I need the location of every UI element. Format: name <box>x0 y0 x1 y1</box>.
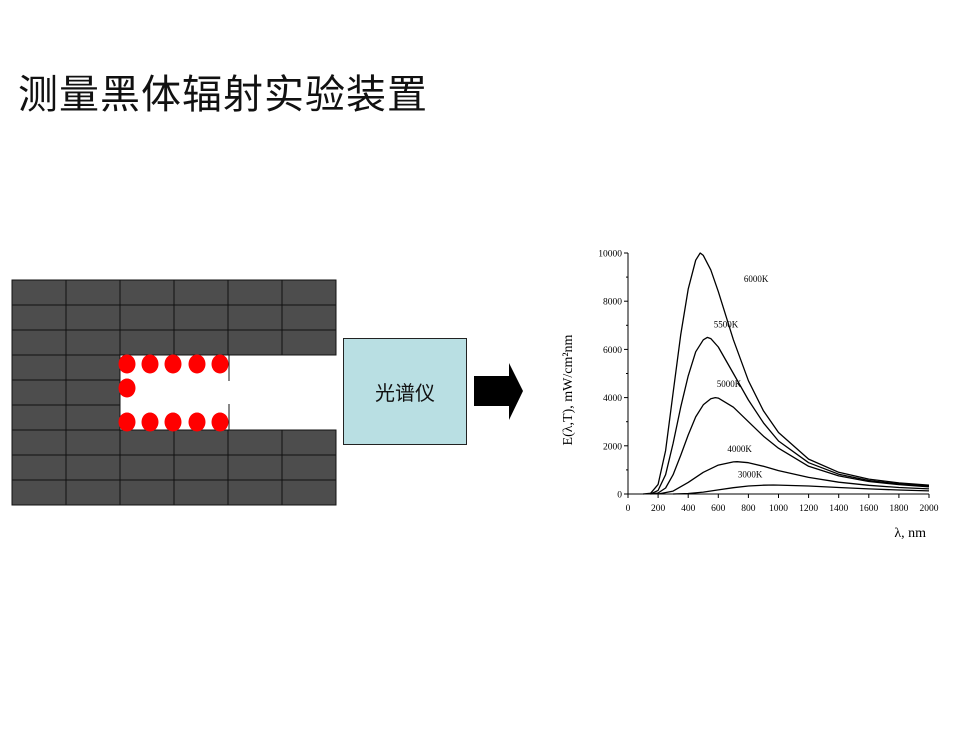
x-tick-label: 400 <box>681 504 696 514</box>
y-tick-label: 0 <box>617 491 622 501</box>
radiation-dot <box>118 354 136 374</box>
series-label: 5000K <box>717 379 742 389</box>
radiation-dot <box>211 354 229 374</box>
x-axis-label: λ, nm <box>894 526 926 541</box>
radiation-dot <box>118 412 136 432</box>
arrow-icon <box>474 363 523 420</box>
radiation-dot <box>118 378 136 398</box>
brick <box>11 429 67 456</box>
brick <box>11 279 67 306</box>
series-label: 6000K <box>744 274 769 284</box>
series-label: 5500K <box>714 320 739 330</box>
y-tick-label: 8000 <box>603 298 622 308</box>
x-tick-label: 200 <box>651 504 666 514</box>
brick <box>11 479 67 506</box>
brick <box>11 379 67 406</box>
brick <box>281 429 337 456</box>
series-label: 4000K <box>727 444 752 454</box>
cavity-exit <box>224 381 339 404</box>
y-tick-label: 6000 <box>603 346 622 356</box>
brick <box>65 329 121 356</box>
series-label: 3000K <box>738 470 763 480</box>
x-tick-label: 1800 <box>889 504 908 514</box>
brick <box>65 404 121 431</box>
brick <box>65 279 121 306</box>
y-tick-label: 2000 <box>603 442 622 452</box>
brick <box>281 454 337 481</box>
x-tick-label: 0 <box>626 504 631 514</box>
spectrometer-box: 光谱仪 <box>343 338 467 445</box>
radiation-dot <box>188 354 206 374</box>
brick <box>11 404 67 431</box>
y-axis-label: E(λ,T), mW/cm²nm <box>561 334 576 445</box>
radiation-dot <box>188 412 206 432</box>
page-title: 测量黑体辐射实验装置 <box>18 72 428 118</box>
x-tick-label: 1400 <box>829 504 848 514</box>
spectrometer-label: 光谱仪 <box>375 381 435 405</box>
brick <box>119 279 175 306</box>
radiation-dot <box>211 412 229 432</box>
brick <box>173 304 229 331</box>
brick <box>227 329 283 356</box>
y-tick-label: 4000 <box>603 394 622 404</box>
x-tick-label: 2000 <box>920 504 939 514</box>
x-tick-label: 1000 <box>769 504 788 514</box>
brick <box>11 329 67 356</box>
brick <box>65 479 121 506</box>
series-line-6000k <box>642 252 930 495</box>
radiation-dot <box>141 412 159 432</box>
series-line-5000k <box>650 396 930 495</box>
x-tick-label: 600 <box>711 504 726 514</box>
series-line-5500k <box>650 336 930 495</box>
series-line-4000k <box>657 461 930 495</box>
brick <box>11 354 67 381</box>
brick <box>65 304 121 331</box>
x-tick-label: 1600 <box>859 504 878 514</box>
brick <box>281 304 337 331</box>
brick <box>119 304 175 331</box>
brick <box>65 429 121 456</box>
series-line-3000k <box>673 484 930 495</box>
brick <box>227 479 283 506</box>
x-tick-label: 1200 <box>799 504 818 514</box>
radiation-dot <box>164 412 182 432</box>
brick <box>281 329 337 356</box>
brick <box>173 329 229 356</box>
x-tick-label: 800 <box>741 504 756 514</box>
y-tick-label: 10000 <box>598 250 622 260</box>
brick <box>281 479 337 506</box>
brick <box>119 479 175 506</box>
brick <box>119 329 175 356</box>
radiation-dot <box>141 354 159 374</box>
radiation-dot <box>164 354 182 374</box>
